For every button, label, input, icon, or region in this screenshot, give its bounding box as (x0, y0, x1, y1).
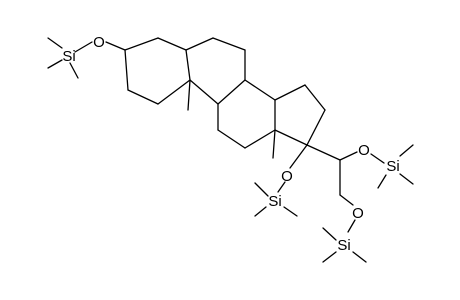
bond (217, 79, 246, 105)
bond (399, 144, 414, 157)
bond (277, 181, 286, 193)
bond-lines (47, 37, 414, 263)
bond (347, 219, 356, 233)
bond (124, 49, 129, 91)
bond (244, 129, 276, 149)
atom-labels: O Si O Si O Si O Si (62, 34, 399, 254)
bond (274, 84, 306, 101)
bond (124, 37, 159, 51)
bond (157, 37, 187, 51)
bond (306, 144, 341, 161)
bond (74, 41, 93, 53)
bond (352, 251, 367, 263)
bond (377, 174, 387, 189)
bond (289, 144, 308, 169)
bond (283, 206, 298, 217)
bond (244, 79, 276, 101)
bond (212, 37, 246, 51)
bond (69, 62, 79, 79)
silicon-atom-c20: Si (386, 158, 399, 175)
bond (254, 182, 269, 197)
bond (185, 37, 214, 51)
bond (274, 129, 308, 146)
bond (105, 41, 126, 51)
bond (322, 251, 337, 263)
bond (254, 206, 267, 217)
bond (272, 129, 276, 159)
bond (217, 129, 246, 149)
bond (189, 79, 219, 105)
bond (370, 153, 385, 164)
bond (399, 173, 414, 185)
oxygen-atom-c21: O (352, 205, 364, 222)
bond (47, 59, 63, 69)
bond (187, 79, 191, 111)
bond (185, 49, 191, 81)
bond (339, 194, 354, 206)
oxygen-atom-c20: O (358, 142, 370, 159)
bond (304, 84, 326, 111)
oxygen-atom-c3: O (93, 34, 105, 51)
bond (47, 37, 63, 49)
bond (127, 89, 159, 105)
silicon-atom-c17: Si (268, 193, 281, 210)
oxygen-atom-c17: O (281, 168, 293, 185)
silicon-atom-c21: Si (337, 237, 350, 254)
bond (322, 227, 337, 241)
silicon-atom-c3: Si (62, 48, 75, 65)
bond (306, 109, 326, 146)
bond (157, 79, 191, 105)
bond (339, 151, 358, 161)
